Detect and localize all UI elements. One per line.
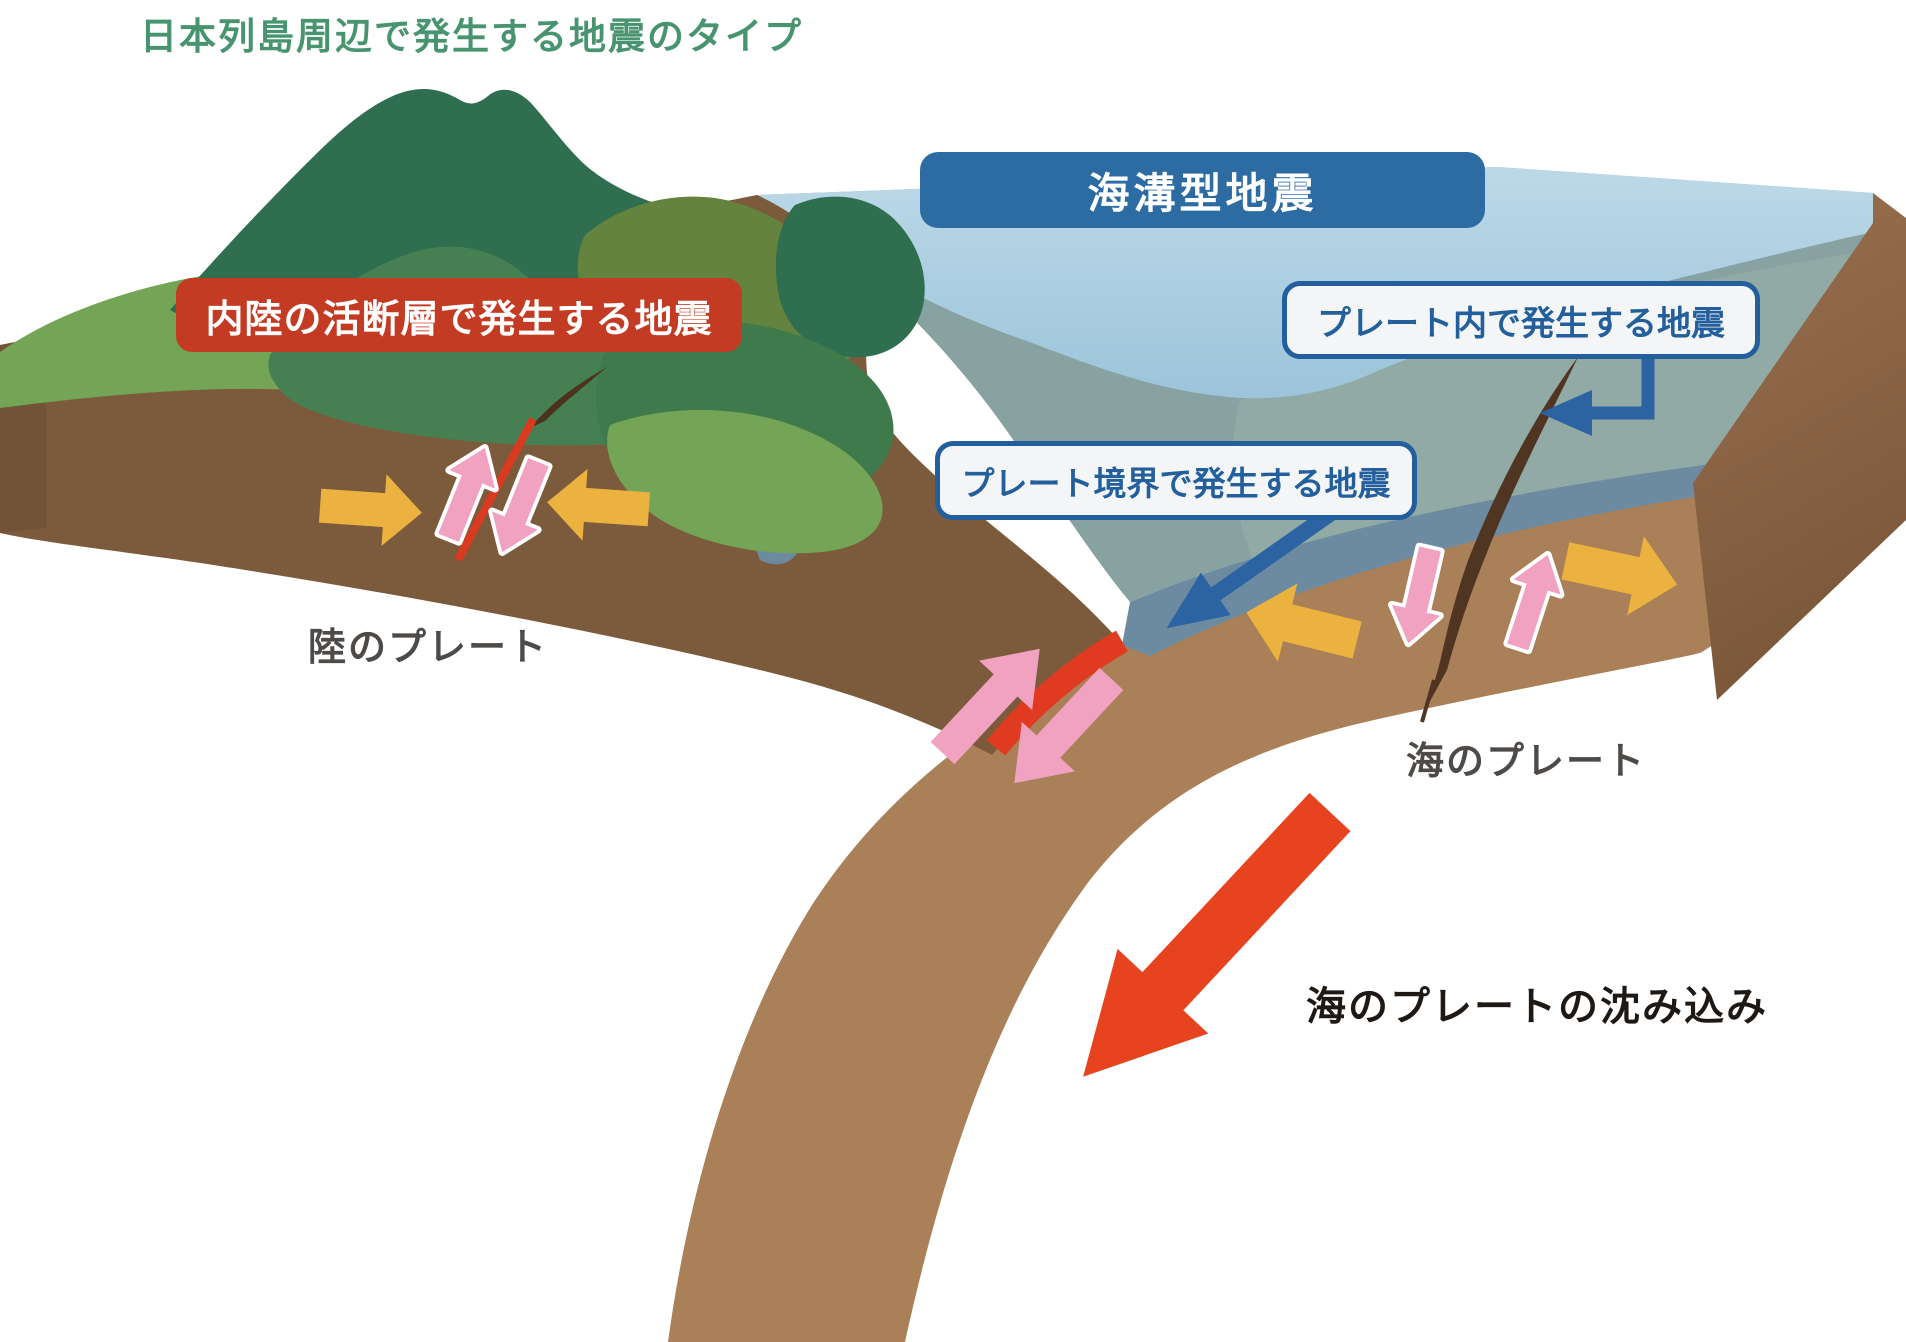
callout-trench-type: 海溝型地震 <box>920 152 1485 228</box>
sea-front-face <box>1122 444 1873 656</box>
plate-boundary-pointer-arrow <box>1166 502 1342 629</box>
plate-boundary-line <box>986 630 1128 756</box>
mountain-coast-dark <box>775 196 925 358</box>
mountain-lowland-right <box>607 410 883 554</box>
ocean-block-side-face <box>1693 193 1906 700</box>
subduction-arrow <box>1083 792 1351 1077</box>
callout-intraplate: プレート内で発生する地震 <box>1282 281 1760 359</box>
intraplate-pointer-elbow <box>1588 347 1655 420</box>
page-title: 日本列島周辺で発生する地震のタイプ <box>140 16 803 57</box>
inland-fault-crack <box>528 367 607 429</box>
ocean-plate-crack-tail <box>1420 679 1436 723</box>
subduction-label: 海のプレートの沈み込み <box>1306 985 1768 1029</box>
callout-inland-fault: 内陸の活断層で発生する地震 <box>176 278 742 352</box>
ocean-plate-crack <box>1428 357 1578 705</box>
callout-plate-boundary: プレート境界で発生する地震 <box>935 441 1417 520</box>
ocean-plate-slab <box>668 425 1906 1342</box>
ocean-plate-label: 海のプレート <box>1406 741 1647 783</box>
intraplate-pointer-arrowhead <box>1540 390 1592 436</box>
land-plate-label: 陸のプレート <box>308 627 549 669</box>
